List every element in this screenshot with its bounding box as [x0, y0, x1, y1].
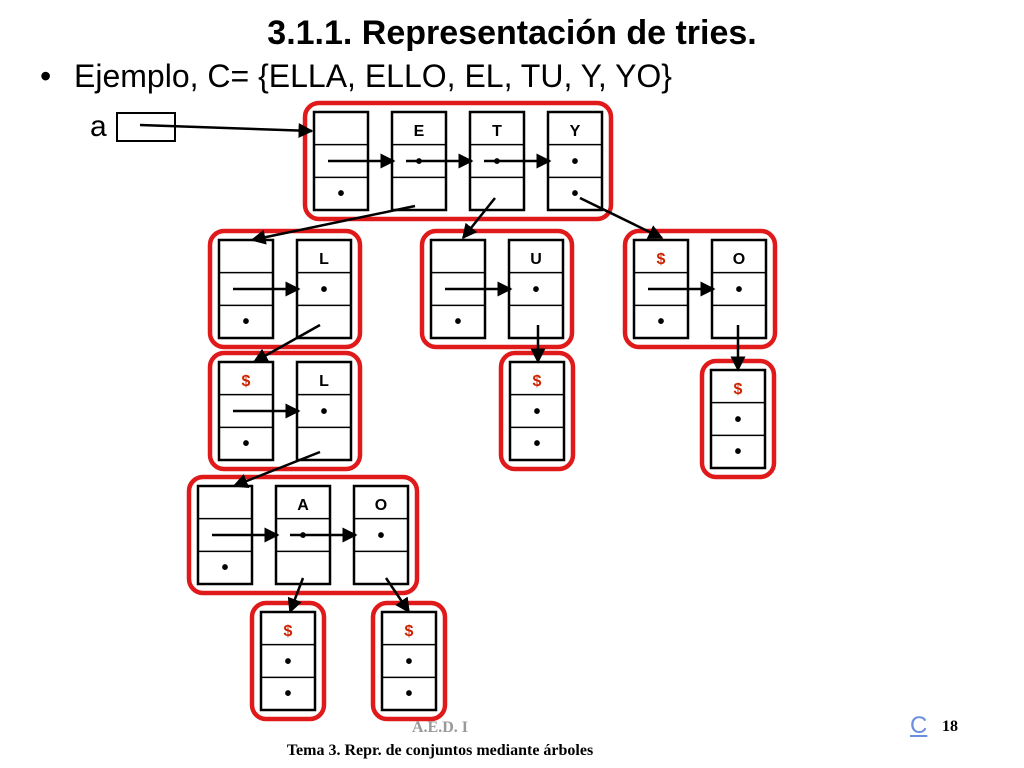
child-pointer-dot: •	[377, 525, 384, 547]
trie-cell: Y • •	[546, 110, 604, 212]
bullet-marker: •	[40, 58, 52, 94]
child-pointer-dot: •	[532, 279, 539, 301]
child-link-arrow	[287, 577, 305, 614]
child-pointer-dot: •	[320, 401, 327, 423]
cell-key-label: T	[492, 123, 502, 140]
cell-key-label: L	[319, 251, 329, 268]
child-link-arrow	[252, 323, 321, 364]
example-bullet: • Ejemplo, C= {ELLA, ELLO, EL, TU, Y, YO}	[40, 58, 672, 95]
child-link-arrow	[579, 196, 664, 240]
trie-cell: U•	[507, 238, 565, 340]
trie-cell: O•	[710, 238, 768, 340]
child-link-arrow	[384, 577, 411, 614]
next-pointer-dot: •	[533, 433, 540, 455]
child-pointer-dot: •	[734, 409, 741, 431]
trie-cell: O•	[352, 484, 410, 586]
next-pointer-dot: •	[221, 557, 228, 579]
cell-key-label: $	[657, 251, 666, 268]
slide-title: 3.1.1. Representación de tries.	[267, 14, 757, 52]
cell-key-label: A	[297, 497, 309, 514]
cell-key-label: E	[414, 123, 425, 140]
trie-node-group	[207, 350, 363, 472]
example-text: Ejemplo, C= {ELLA, ELLO, EL, TU, Y, YO}	[74, 58, 672, 94]
cell-key-label: $	[734, 381, 743, 398]
footer-topic: Tema 3. Repr. de conjuntos mediante árbo…	[286, 742, 594, 759]
trie-cell: $ • •	[380, 610, 438, 712]
cell-key-label: $	[284, 623, 293, 640]
cell-key-label: $	[242, 373, 251, 390]
cell-key-label: O	[375, 497, 387, 514]
page-number: 18	[942, 718, 958, 735]
trie-cell: $ • •	[259, 610, 317, 712]
trie-node-group	[622, 228, 778, 350]
next-pointer-dot: •	[405, 683, 412, 705]
next-pointer-dot: •	[242, 311, 249, 333]
child-link-arrow	[232, 450, 321, 489]
cell-key-label: $	[405, 623, 414, 640]
child-pointer-dot: •	[735, 279, 742, 301]
cell-key-label: U	[530, 251, 542, 268]
child-pointer-dot: •	[405, 651, 412, 673]
trie-cell: L•	[295, 238, 353, 340]
cell-key-label: $	[533, 373, 542, 390]
footer: A.E.D. I Tema 3. Repr. de conjuntos medi…	[200, 716, 680, 762]
trie-node-group	[419, 228, 575, 350]
trie-node-group	[207, 228, 363, 350]
next-pointer-dot: •	[337, 183, 344, 205]
child-pointer-dot: •	[284, 651, 291, 673]
next-pointer-dot: •	[657, 311, 664, 333]
child-pointer-dot: •	[571, 151, 578, 173]
trie-node-group	[186, 474, 420, 596]
footer-link[interactable]: C	[910, 712, 928, 739]
next-pointer-dot: •	[284, 683, 291, 705]
next-pointer-dot: •	[454, 311, 461, 333]
child-pointer-dot: •	[320, 279, 327, 301]
footer-course: A.E.D. I	[411, 719, 468, 736]
next-pointer-dot: •	[571, 183, 578, 205]
trie-cell: $ • •	[508, 360, 566, 462]
trie-cell: L•	[295, 360, 353, 462]
trie-cell: $ • •	[709, 368, 767, 470]
cell-key-label: L	[319, 373, 329, 390]
cell-key-label: O	[733, 251, 745, 268]
cell-key-label: Y	[570, 123, 581, 140]
variable-label: a	[90, 110, 107, 143]
child-link-arrow	[250, 204, 416, 245]
child-link-arrow	[462, 197, 496, 240]
next-pointer-dot: •	[242, 433, 249, 455]
trie-node-group	[302, 100, 614, 222]
child-pointer-dot: •	[533, 401, 540, 423]
root-pointer-arrow	[139, 123, 314, 139]
next-pointer-dot: •	[734, 441, 741, 463]
